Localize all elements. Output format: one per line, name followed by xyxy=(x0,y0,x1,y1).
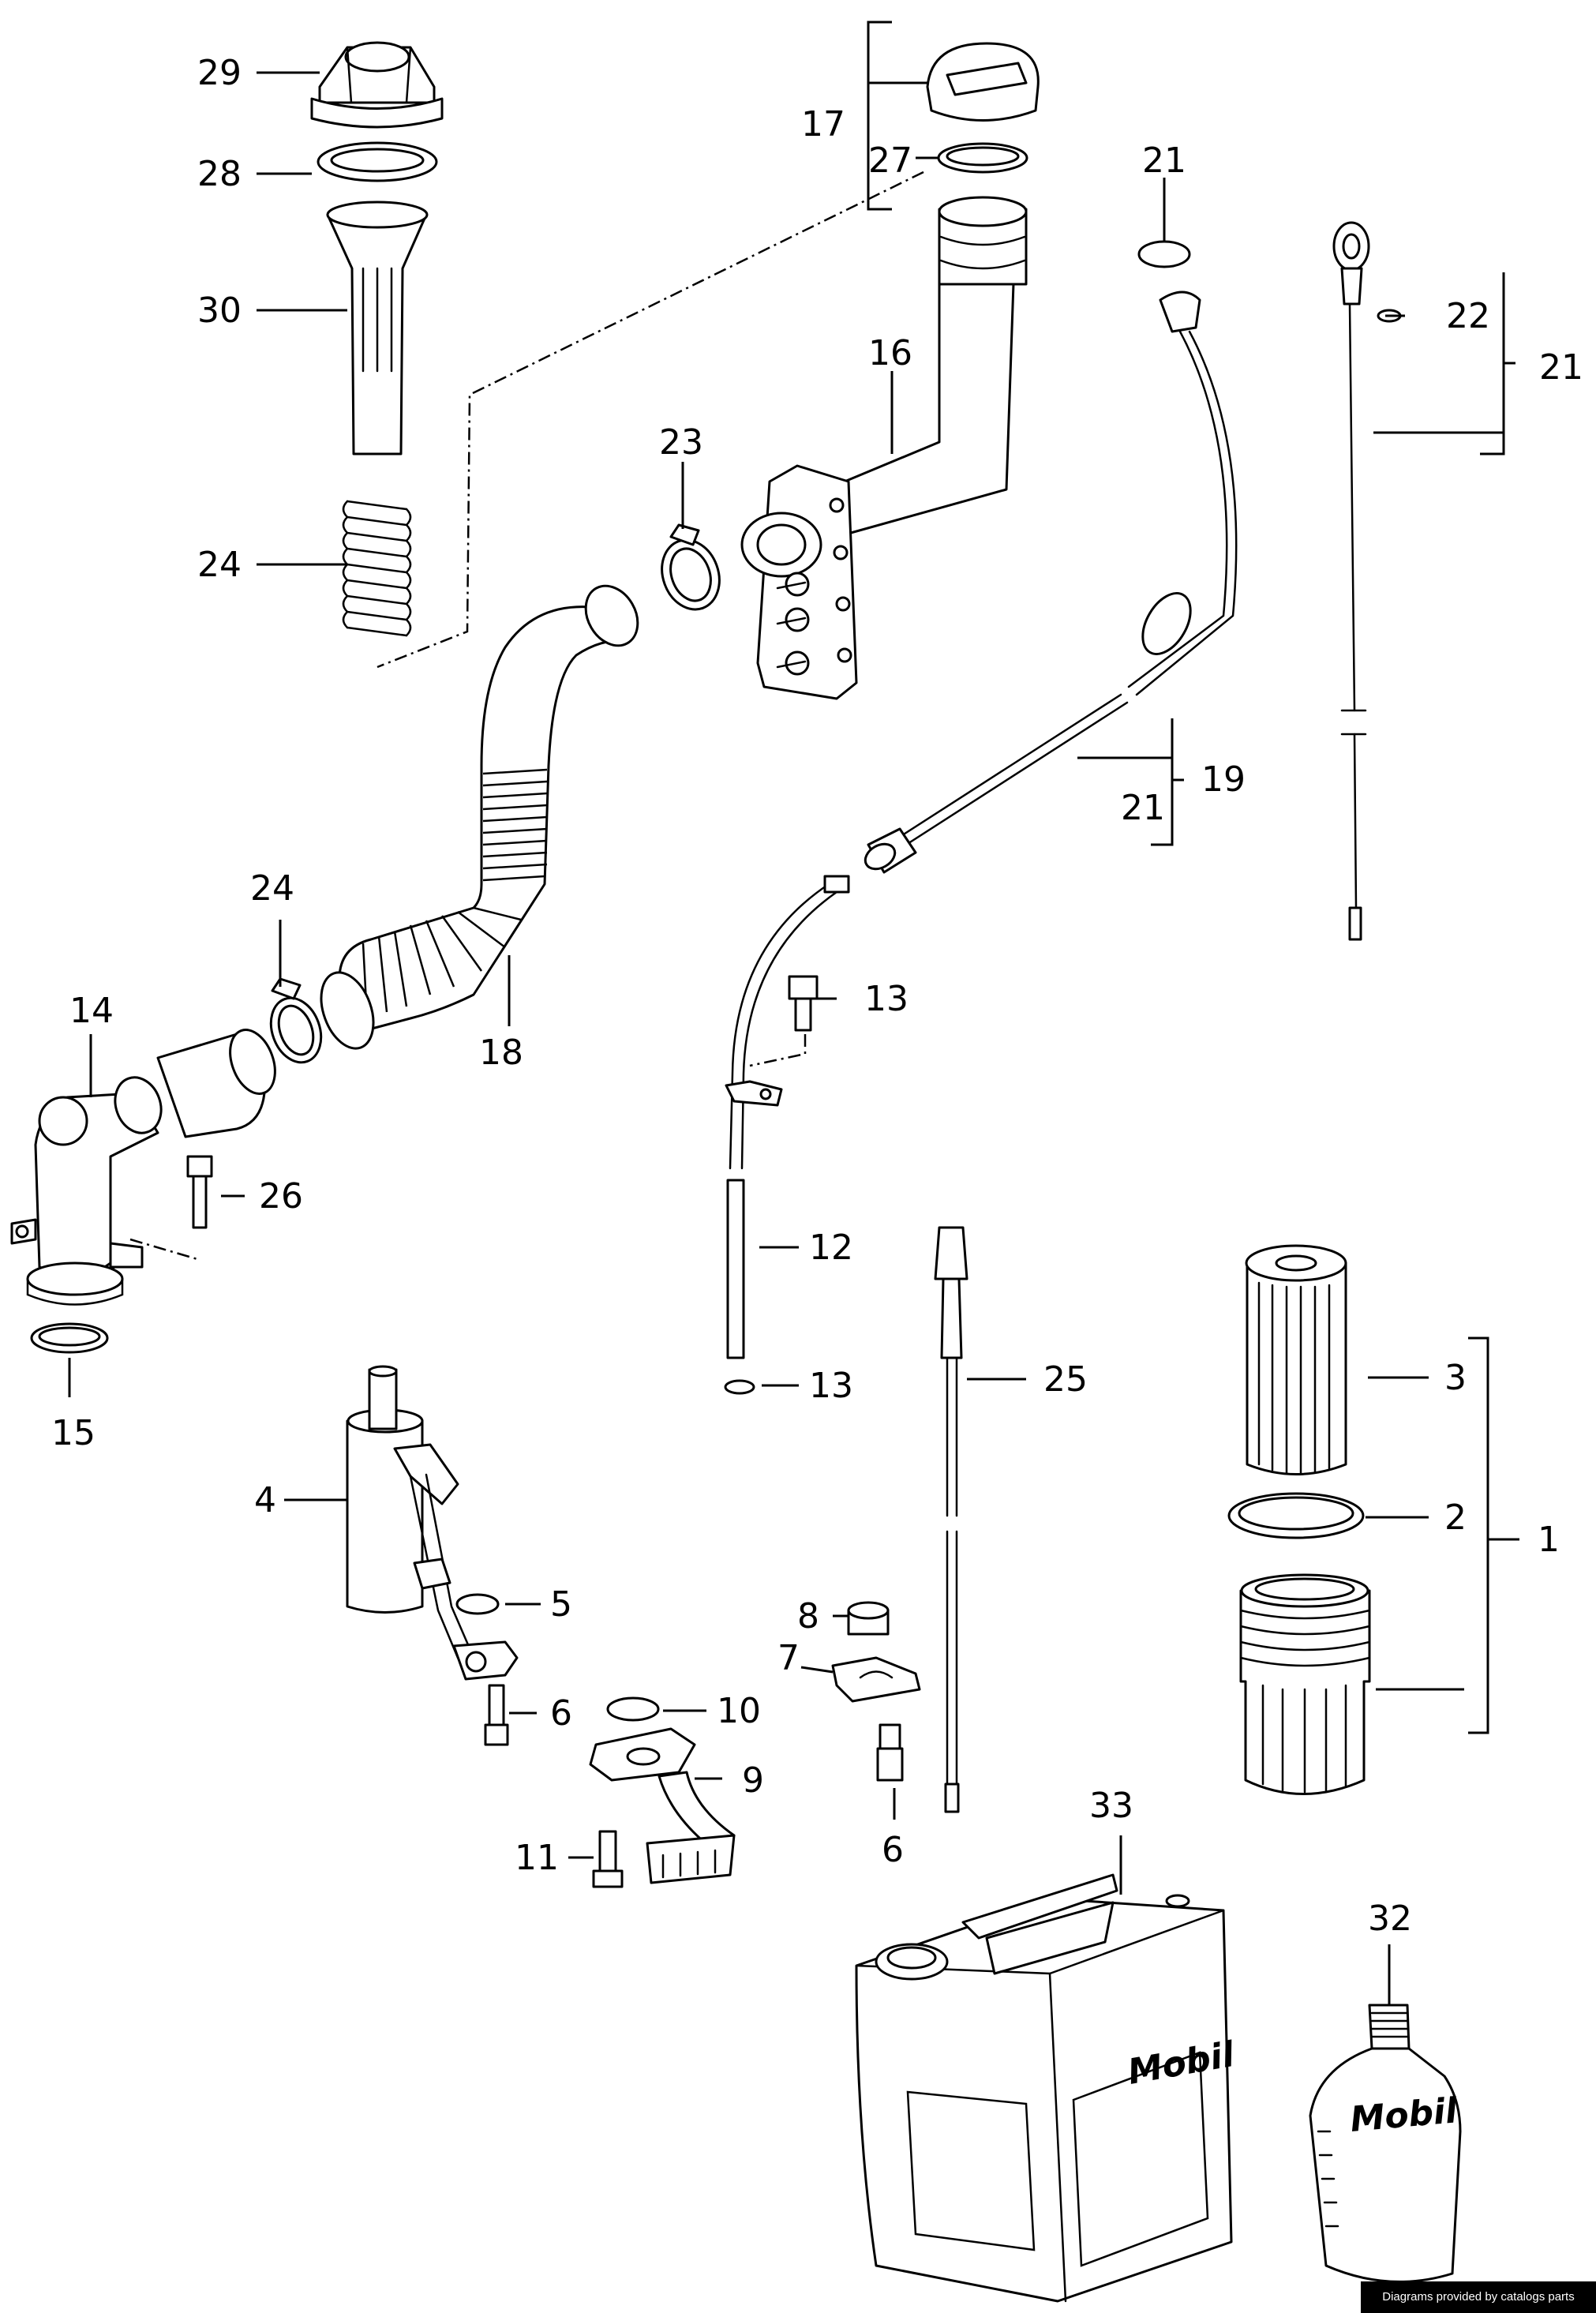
callout-5: 5 xyxy=(550,1584,572,1625)
part-10-o-ring xyxy=(606,1696,660,1722)
part-12-guide-tube xyxy=(725,875,850,1359)
part-4-sensor xyxy=(346,1365,474,1659)
callout-19: 18 xyxy=(479,1033,523,1073)
callout-16: 15 xyxy=(51,1413,96,1453)
part-11-bolt xyxy=(592,1830,624,1888)
part-25-spring xyxy=(342,500,412,637)
callout-24-upper: 23 xyxy=(659,422,703,463)
part-16-ring xyxy=(30,1322,109,1354)
callout-6-right: 6 xyxy=(882,1830,904,1870)
part-33-canister: Mobil xyxy=(855,1873,1238,2303)
callout-12: 12 xyxy=(809,1228,853,1268)
part-22-dipstick xyxy=(1332,221,1370,941)
callout-31: 30 xyxy=(197,291,242,331)
callout-25: 24 xyxy=(197,545,242,585)
bottle-brand: Mobil xyxy=(1349,2090,1460,2140)
part-29-ring xyxy=(317,141,438,182)
callout-28: 26 xyxy=(259,1176,303,1216)
callout-4: 4 xyxy=(254,1480,276,1520)
callout-13: 13 xyxy=(809,1366,853,1406)
part-26-sensor-rod xyxy=(934,1226,968,1813)
callout-30: 29 xyxy=(197,53,242,93)
callout-24-lower: 24 xyxy=(250,868,294,909)
callout-26: 25 xyxy=(1043,1359,1088,1400)
callout-9: 9 xyxy=(742,1760,764,1801)
callout-3: 3 xyxy=(1444,1358,1467,1398)
callout-10: 10 xyxy=(717,1691,761,1731)
diagram-credit: Diagrams provided by catalogs parts xyxy=(1361,2281,1596,2313)
callout-15: 14 xyxy=(69,991,114,1031)
callout-1: 1 xyxy=(1538,1520,1560,1560)
part-1-filter-housing xyxy=(1239,1573,1371,1795)
callout-33: 33 xyxy=(1089,1786,1133,1826)
part-30-cap-nut xyxy=(310,41,444,129)
callout-11: 11 xyxy=(515,1838,559,1878)
callout-labels: 29 28 30 24 17 27 16 23 21 22 21 19 21 2… xyxy=(51,53,1583,1939)
callout-8: 8 xyxy=(797,1596,819,1636)
assembly-dashline xyxy=(377,171,924,669)
part-6-bolt-right xyxy=(876,1723,904,1782)
callout-21-mid: 21 xyxy=(1121,788,1165,828)
part-18-filler-cap xyxy=(926,42,1040,122)
part-9-suction-pipe xyxy=(589,1727,736,1884)
callout-27: 27 xyxy=(868,141,912,181)
part-17-filler-neck xyxy=(740,196,1028,700)
callout-14: 13 xyxy=(864,979,909,1019)
part-8-bushing xyxy=(847,1601,890,1636)
part-21-cable xyxy=(864,291,1238,874)
callout-18: 17 xyxy=(801,104,845,144)
part-13-o-ring xyxy=(724,1379,755,1395)
leader-lines xyxy=(68,21,1519,2005)
callout-22: 21 xyxy=(1539,347,1583,388)
callout-7: 7 xyxy=(777,1638,800,1678)
part-24-clamp-upper xyxy=(661,523,721,611)
part-32-bottle: Mobil xyxy=(1309,2004,1462,2283)
part-7-bracket xyxy=(831,1656,921,1703)
part-28-bolt xyxy=(186,1155,213,1229)
callout-29: 28 xyxy=(197,154,242,194)
part-15-elbow xyxy=(10,1029,276,1306)
part-14-bolt xyxy=(788,975,819,1032)
part-19-hose xyxy=(320,584,639,1050)
callout-32: 32 xyxy=(1368,1899,1412,1939)
callout-21-top: 21 xyxy=(1142,141,1186,181)
assembly-dashline-14 xyxy=(749,1034,807,1067)
part-21-ring-upper xyxy=(1137,240,1191,268)
callout-17: 16 xyxy=(868,333,912,373)
part-3-filter-element xyxy=(1245,1244,1347,1475)
part-5-o-ring xyxy=(455,1593,500,1615)
callout-23: 22 xyxy=(1446,296,1490,336)
callout-20: 19 xyxy=(1201,759,1246,800)
part-6-bolt-left xyxy=(452,1640,519,1746)
part-24-clamp-lower xyxy=(269,977,323,1064)
part-27-ring xyxy=(937,142,1028,174)
callout-6-left: 6 xyxy=(550,1693,572,1734)
part-31-funnel-insert xyxy=(326,201,429,455)
part-2-seal-ring xyxy=(1227,1492,1365,1539)
callout-2: 2 xyxy=(1444,1498,1467,1538)
